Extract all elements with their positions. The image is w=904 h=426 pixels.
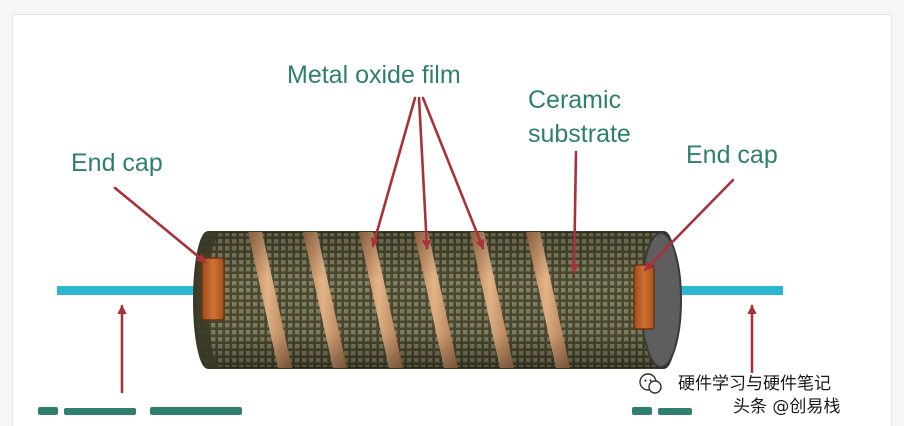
- watermark: 硬件学习与硬件笔记 硬件学习与硬件笔记 头条 @创易栈 头条 @创易栈: [639, 372, 842, 419]
- svg-text:硬件学习与硬件笔记: 硬件学习与硬件笔记: [678, 374, 831, 394]
- lead-wire-right: [650, 286, 783, 295]
- end-cap-left: [201, 257, 225, 321]
- cropped-bottom-labels: [38, 407, 692, 415]
- wechat-icon: [639, 373, 662, 394]
- arrow-film-1: [370, 96, 417, 248]
- arrow-film-2: [417, 96, 432, 250]
- end-cap-right: [633, 264, 655, 330]
- label-end-cap-right: End cap: [686, 141, 778, 169]
- arrow-film-3: [421, 96, 485, 250]
- watermark-account: 硬件学习与硬件笔记: [678, 374, 831, 394]
- label-metal-oxide-film: Metal oxide film: [287, 61, 461, 89]
- watermark-source: 头条 @创易栈: [733, 397, 840, 417]
- arrow-end-cap-left: [113, 186, 207, 264]
- label-ceramic-line2: substrate: [528, 120, 631, 148]
- label-end-cap-left: End cap: [71, 149, 163, 177]
- arrow-ceramic: [569, 150, 579, 274]
- resistor-body: [193, 231, 682, 369]
- label-ceramic-line1: Ceramic: [528, 86, 621, 114]
- svg-text:头条 @创易栈: 头条 @创易栈: [733, 397, 840, 417]
- arrow-end-cap-right: [643, 178, 735, 272]
- pointer-arrows: [113, 96, 757, 394]
- lead-wire-left: [57, 286, 209, 295]
